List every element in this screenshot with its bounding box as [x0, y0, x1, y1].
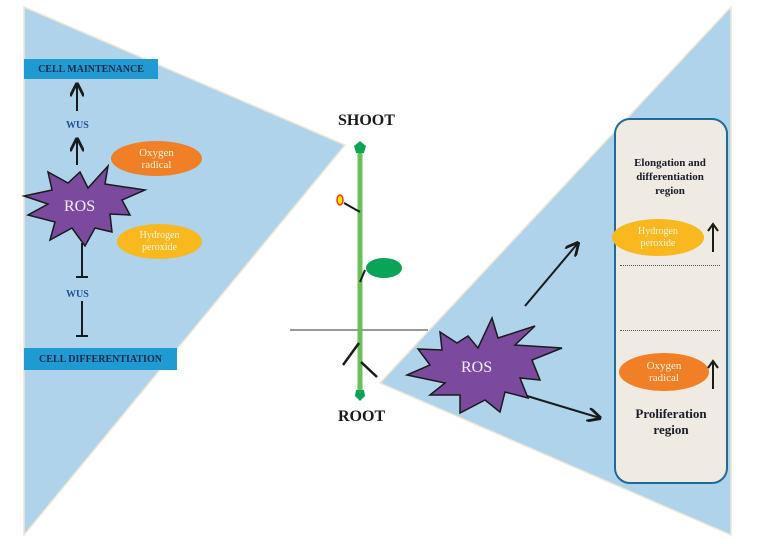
proliferation-region-title: Proliferation region: [616, 406, 726, 438]
flower-icon: [336, 194, 344, 206]
elongation-title-line: Elongation and: [634, 157, 706, 169]
cell-maintenance-label: CELL MAINTENANCE: [24, 59, 158, 79]
shoot-apex-icon: [354, 141, 366, 153]
root-tip-icon: [355, 390, 365, 401]
proliferation-title-line: region: [653, 422, 689, 437]
hydrogen-peroxide-ellipse-left: Hydrogen peroxide: [117, 224, 202, 259]
ros-star-right: [404, 315, 563, 415]
root-branch-left: [341, 342, 361, 366]
elongation-region-title: Elongation and differentiation region: [616, 156, 724, 198]
shoot-label: SHOOT: [338, 112, 395, 129]
root-branch-right: [360, 361, 378, 378]
leaf-icon: [366, 258, 402, 278]
cell-differentiation-label: CELL DIFFERENTIATION: [24, 348, 177, 370]
hydrogen-peroxide-ellipse-right: Hydrogen peroxide: [612, 219, 704, 256]
oxygen-radical-ellipse-right: Oxygen radical: [619, 353, 709, 391]
root-label: ROOT: [338, 408, 386, 425]
region-divider-lower: [620, 330, 720, 331]
ros-star-left: [21, 163, 148, 248]
wus-upper-label: WUS: [66, 120, 89, 131]
arrow-ros-to-proliferation: [526, 395, 600, 418]
inhibit-ros-to-wus: [76, 243, 88, 278]
ros-label-left: ROS: [64, 198, 96, 215]
root-region-box: [614, 118, 728, 484]
increase-arrow-icon: [707, 359, 719, 389]
ros-label-right: ROS: [461, 359, 493, 376]
arrow-ros-to-elongation: [524, 243, 578, 307]
elongation-title-line: differentiation: [636, 171, 704, 183]
wus-lower-label: WUS: [66, 289, 89, 300]
increase-arrow-icon: [707, 222, 719, 252]
leaf-petiole: [359, 269, 366, 283]
region-divider-upper: [620, 265, 720, 266]
flower-branch: [343, 202, 361, 213]
oxygen-radical-ellipse-left: Oxygen radical: [111, 141, 202, 176]
inhibit-wus-to-differentiation: [76, 301, 88, 337]
shoot-zoom-triangle: [23, 5, 347, 538]
elongation-title-line: region: [655, 185, 685, 197]
proliferation-title-line: Proliferation: [635, 406, 707, 421]
